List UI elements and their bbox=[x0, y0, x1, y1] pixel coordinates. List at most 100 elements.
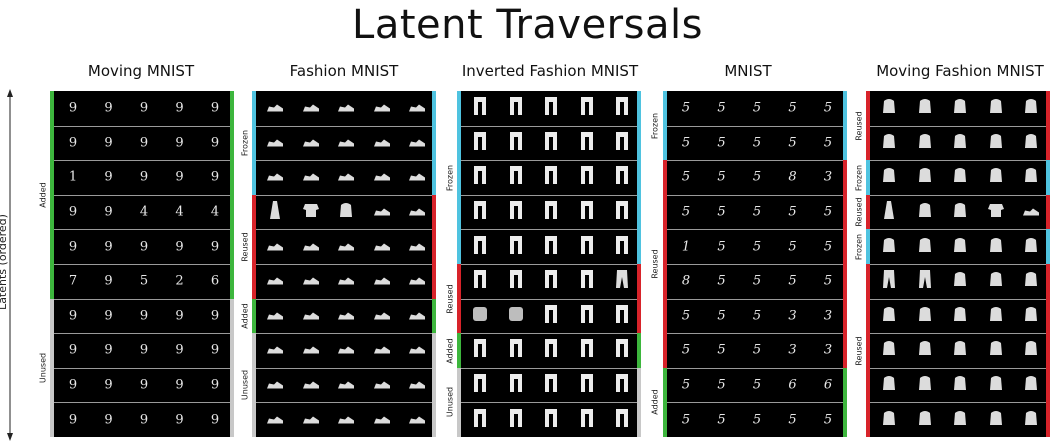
digit-sample: 3 bbox=[823, 342, 833, 358]
group-label: Frozen bbox=[854, 233, 864, 260]
fashion-sample-shoe bbox=[265, 168, 285, 187]
fashion-sample-bag bbox=[988, 270, 1004, 292]
row-separator bbox=[461, 194, 637, 196]
fashion-sample-shoe bbox=[301, 376, 321, 395]
digit-sample: 6 bbox=[823, 377, 833, 393]
digit-sample: 9 bbox=[210, 239, 220, 255]
group-label: Frozen bbox=[854, 164, 864, 191]
digit-sample: 9 bbox=[68, 308, 78, 324]
digit-sample: 4 bbox=[175, 204, 184, 220]
group-label: Reused bbox=[854, 110, 864, 141]
fashion-sample-bag bbox=[1023, 270, 1039, 292]
fashion-sample-coat bbox=[472, 337, 488, 363]
digit-sample: 5 bbox=[681, 342, 691, 358]
traversal-row bbox=[866, 229, 1050, 264]
digit-sample: 5 bbox=[752, 412, 762, 428]
row-separator bbox=[256, 333, 432, 335]
digit-sample: 9 bbox=[175, 412, 184, 428]
traversal-row bbox=[252, 298, 436, 334]
digit-sample: 5 bbox=[788, 239, 797, 255]
fashion-sample-coat bbox=[614, 199, 630, 225]
digit-sample: 9 bbox=[68, 412, 78, 428]
row-separator bbox=[667, 229, 843, 231]
digit-sample: 9 bbox=[175, 342, 184, 358]
fashion-sample-coat bbox=[579, 199, 595, 225]
digit-sample: 9 bbox=[210, 169, 220, 185]
traversal-row bbox=[866, 367, 1050, 403]
row-separator bbox=[667, 298, 843, 300]
fashion-sample-shoe bbox=[336, 99, 356, 118]
fashion-sample-coat bbox=[614, 372, 630, 398]
digit-sample: 9 bbox=[175, 135, 184, 151]
row-separator bbox=[256, 194, 432, 196]
fashion-sample-shoe bbox=[301, 341, 321, 360]
fashion-sample-shoe bbox=[372, 410, 392, 429]
group-label: Added bbox=[650, 389, 660, 416]
fashion-sample-bag bbox=[1023, 409, 1039, 431]
digit-sample: 5 bbox=[681, 169, 691, 185]
fashion-sample-shoe bbox=[407, 376, 427, 395]
row-separator bbox=[461, 402, 637, 404]
digit-sample: 5 bbox=[717, 412, 726, 428]
fashion-sample-shoe bbox=[301, 99, 321, 118]
fashion-sample-shoe bbox=[407, 410, 427, 429]
digit-sample: 9 bbox=[104, 273, 113, 289]
fashion-sample-shoe bbox=[301, 272, 321, 291]
panel-title-2: Inverted Fashion MNIST bbox=[461, 62, 639, 80]
fashion-sample-bag bbox=[1023, 97, 1039, 119]
traversal-panel-4 bbox=[866, 91, 1050, 437]
fashion-sample-shoe bbox=[265, 306, 285, 325]
fashion-sample-bag bbox=[881, 374, 897, 396]
digit-sample: 3 bbox=[823, 169, 833, 185]
row-separator bbox=[870, 229, 1046, 231]
fashion-sample-coat bbox=[614, 95, 630, 121]
digit-sample: 9 bbox=[210, 377, 220, 393]
group-label: Reused bbox=[240, 232, 250, 262]
group-label: Reused bbox=[854, 335, 864, 366]
row-separator bbox=[461, 298, 637, 300]
row-separator bbox=[54, 367, 230, 369]
group-label: Unused bbox=[445, 387, 455, 418]
traversal-row bbox=[457, 229, 641, 264]
digit-sample: 5 bbox=[752, 100, 762, 116]
fashion-sample-coat bbox=[508, 372, 524, 398]
fashion-sample-bag bbox=[988, 166, 1004, 188]
row-separator bbox=[54, 125, 230, 127]
fashion-sample-bag bbox=[1023, 166, 1039, 188]
digit-sample: 5 bbox=[752, 342, 762, 358]
fashion-sample-bag bbox=[1023, 305, 1039, 327]
digit-sample: 5 bbox=[681, 377, 691, 393]
panel-title-0: Moving MNIST bbox=[87, 62, 195, 80]
digit-sample: 5 bbox=[788, 204, 797, 220]
fashion-sample-bag bbox=[917, 409, 933, 431]
fashion-sample-shoe bbox=[336, 306, 356, 325]
fashion-sample-shoe bbox=[265, 99, 285, 118]
fashion-sample-coat bbox=[614, 234, 630, 260]
fashion-sample-shoe bbox=[407, 237, 427, 256]
row-separator bbox=[54, 264, 230, 265]
row-separator bbox=[54, 298, 230, 300]
fashion-sample-coat bbox=[543, 303, 559, 329]
fashion-sample-coat bbox=[579, 337, 595, 363]
fashion-sample-coat bbox=[543, 337, 559, 363]
digit-sample: 5 bbox=[823, 135, 833, 151]
traversal-row bbox=[866, 125, 1050, 161]
digit-sample: 9 bbox=[175, 377, 184, 393]
fashion-sample-bag bbox=[881, 305, 897, 327]
fashion-sample-bag bbox=[917, 166, 933, 188]
fashion-sample-coat bbox=[472, 164, 488, 190]
digit-sample: 9 bbox=[210, 412, 220, 428]
digit-sample: 9 bbox=[68, 342, 78, 358]
digit-sample: 9 bbox=[68, 204, 78, 220]
row-separator bbox=[667, 125, 843, 127]
fashion-sample-coat bbox=[614, 407, 630, 433]
fashion-sample-coat bbox=[614, 130, 630, 156]
fashion-sample-bag bbox=[952, 97, 968, 119]
